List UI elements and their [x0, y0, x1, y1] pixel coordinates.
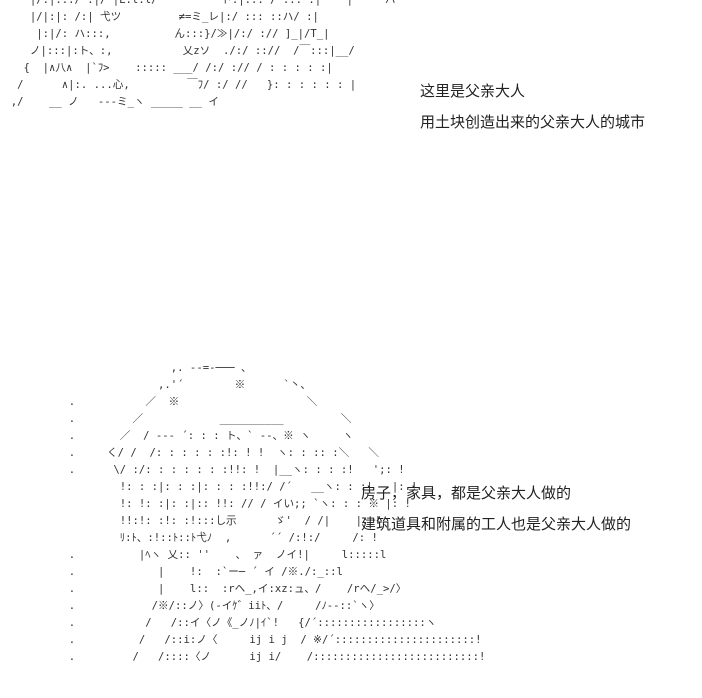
- upper-caption-line-2: 用土块创造出来的父亲大人的城市: [420, 113, 646, 131]
- house-ascii-art: ,. --=‐─── 、 ,.'´ ※ `丶、 . ／ ※ ＼ . ／ ____…: [68, 362, 486, 663]
- city-ascii-art: |/:|:::/ :|/ |L:l:l/ ト:|::: / ::: :| | ハ…: [0, 0, 645, 663]
- upper-caption-line-1: 这里是父亲大人: [420, 82, 526, 100]
- lower-caption-line-1: 房子，家具，都是父亲大人做的: [361, 484, 572, 502]
- lower-caption-line-2: 建筑道具和附属的工人也是父亲大人做的: [361, 515, 632, 533]
